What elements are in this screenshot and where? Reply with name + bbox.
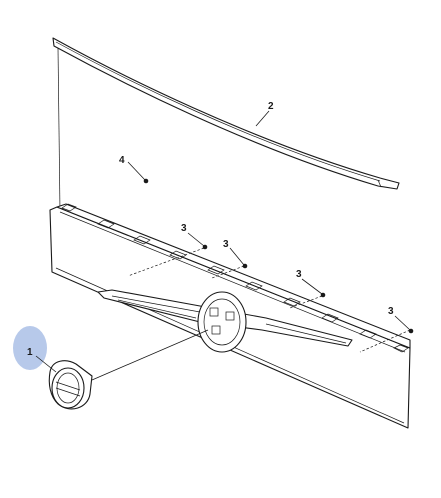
fastener-3d <box>408 328 414 334</box>
grille-panel <box>49 203 411 429</box>
leader-2 <box>255 110 270 127</box>
leader-4 <box>127 161 146 181</box>
alignment-line <box>57 47 61 213</box>
callout-3a: 3 <box>181 223 187 234</box>
leader-3b <box>229 247 245 266</box>
leader-1 <box>35 355 57 373</box>
fastener-4 <box>143 178 149 184</box>
fastener-3a <box>202 244 208 250</box>
axis-3b <box>211 265 245 279</box>
leader-1-to-panel <box>91 329 209 381</box>
emblem <box>48 360 93 410</box>
axis-3d <box>359 329 411 353</box>
callout-4: 4 <box>119 155 125 166</box>
leader-3a <box>187 232 205 247</box>
callout-2: 2 <box>268 101 274 112</box>
upper-molding-strip <box>52 37 400 190</box>
fastener-3c <box>320 292 326 298</box>
axis-3c <box>289 295 323 309</box>
callout-3c: 3 <box>296 269 302 280</box>
callout-3d: 3 <box>388 306 394 317</box>
leader-3c <box>301 278 323 295</box>
callout-3b: 3 <box>223 239 229 250</box>
callout-1: 1 <box>27 347 33 358</box>
leader-3d <box>394 315 411 331</box>
fastener-3b <box>242 263 248 269</box>
callout-1-highlight <box>13 326 47 370</box>
